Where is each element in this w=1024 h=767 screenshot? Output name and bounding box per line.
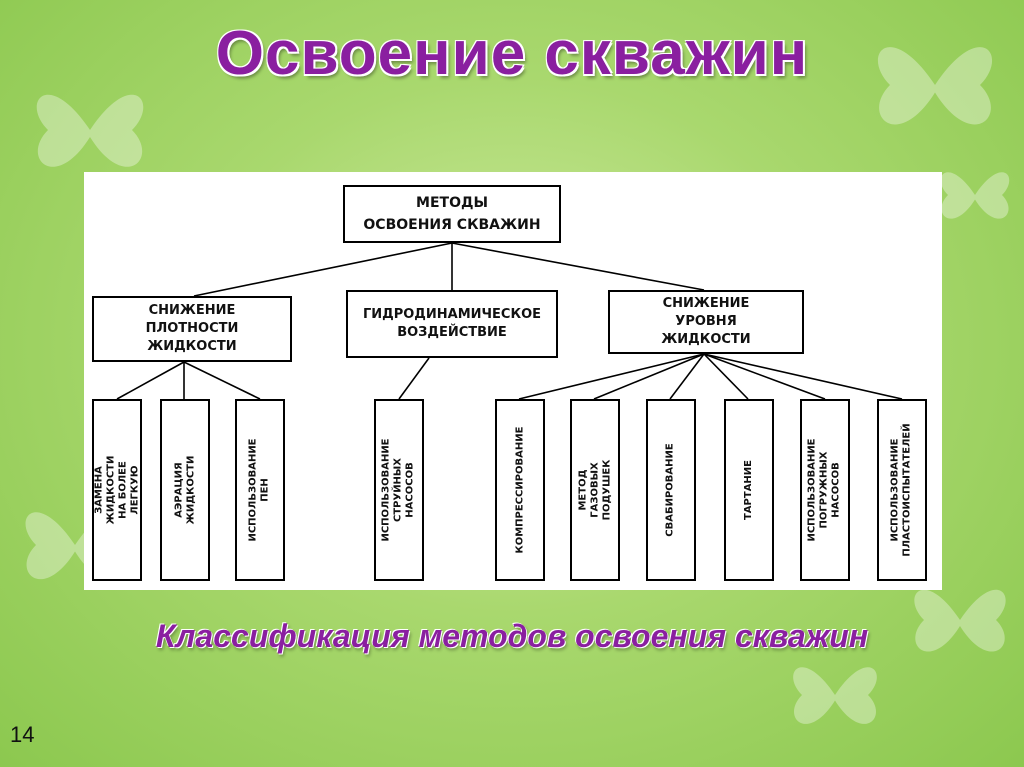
butterfly-decoration	[36, 94, 144, 167]
slide-title: Освоение скважин	[215, 19, 809, 88]
leaf-node: ИСПОЛЬЗОВАНИЕ ПОГРУЖНЫХ НАСОСОВ	[800, 399, 850, 581]
leaf-node: АЭРАЦИЯ ЖИДКОСТИ	[160, 399, 210, 581]
root-node: МЕТОДЫ ОСВОЕНИЯ СКВАЖИН	[343, 185, 561, 243]
leaf-node: КОМПРЕССИРОВАНИЕ	[495, 399, 545, 581]
diagram-panel: МЕТОДЫ ОСВОЕНИЯ СКВАЖИН СНИЖЕНИЕ ПЛОТНОС…	[84, 172, 942, 590]
leaf-node: ИСПОЛЬЗОВАНИЕ ПЕН	[235, 399, 285, 581]
butterfly-decoration	[940, 172, 1010, 219]
leaf-node: ТАРТАНИЕ	[724, 399, 774, 581]
group-node-density: СНИЖЕНИЕ ПЛОТНОСТИ ЖИДКОСТИ	[92, 296, 292, 362]
connector-lines	[116, 242, 903, 400]
leaf-node: ЗАМЕНА ЖИДКОСТИ НА БОЛЕЕ ЛЕГКУЮ	[92, 399, 142, 581]
leaf-node: ИСПОЛЬЗОВАНИЕ ПЛАСТОИСПЫТАТЕЛЕЙ	[877, 399, 927, 581]
diagram-caption: Классификация методов освоения скважин	[155, 618, 869, 654]
page-number: 14	[10, 722, 35, 747]
butterfly-decoration	[914, 589, 1006, 652]
group-node-level: СНИЖЕНИЕ УРОВНЯ ЖИДКОСТИ	[608, 290, 804, 354]
leaf-node: СВАБИРОВАНИЕ	[646, 399, 696, 581]
butterfly-decoration	[793, 667, 877, 724]
leaf-node: ИСПОЛЬЗОВАНИЕ СТРУЙНЫХ НАСОСОВ	[374, 399, 424, 581]
group-node-hydrodynamic: ГИДРОДИНАМИЧЕСКОЕ ВОЗДЕЙСТВИЕ	[346, 290, 558, 358]
butterfly-decoration	[877, 47, 993, 125]
leaf-node: МЕТОД ГАЗОВЫХ ПОДУШЕК	[570, 399, 620, 581]
